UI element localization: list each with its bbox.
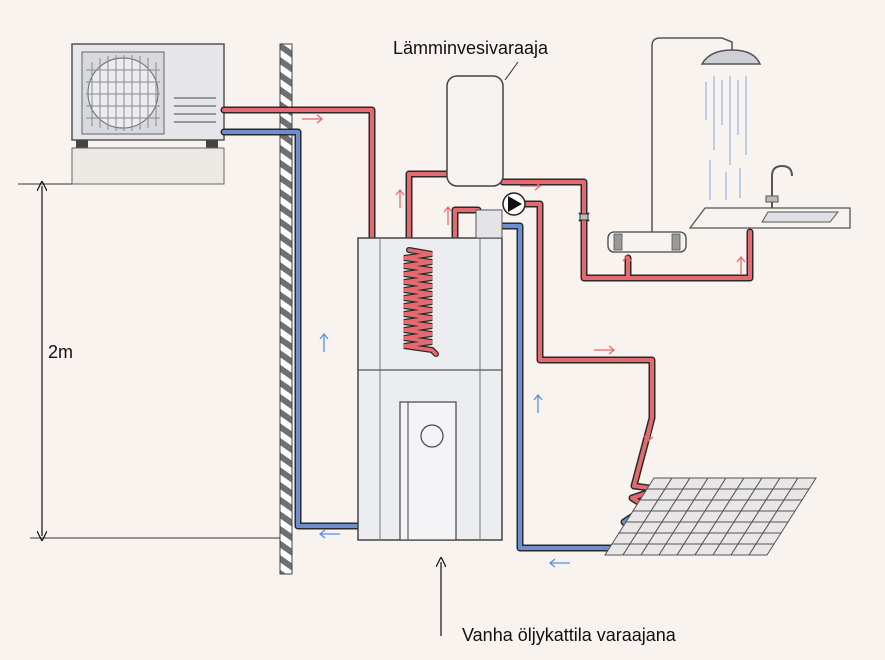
flow-arrow (395, 188, 405, 208)
flow-arrows (302, 114, 746, 568)
outdoor-unit (71, 43, 225, 185)
hot-water-heater-tank (446, 61, 519, 187)
heating-coil (403, 247, 439, 357)
floor-tile (748, 543, 775, 556)
sink (688, 164, 851, 229)
flow-arrow (520, 181, 542, 191)
flow-arrow (736, 255, 746, 275)
old-boiler-label: Vanha öljykattila varaajana (462, 625, 676, 645)
flow-arrow (318, 529, 340, 539)
flow-arrow (443, 205, 453, 225)
valve-icon (578, 212, 590, 222)
flow-arrow (533, 393, 543, 413)
floor-heating-tiles (604, 477, 817, 556)
wall (279, 43, 293, 575)
flow-arrow (643, 422, 654, 442)
flow-arrow (302, 114, 324, 124)
flow-arrow (548, 558, 570, 568)
flow-arrow (622, 254, 632, 274)
flow-arrow (594, 345, 616, 355)
mixer-unit (607, 231, 687, 253)
flow-arrow (319, 332, 329, 352)
height-dimension (18, 184, 280, 538)
height-label: 2m (48, 342, 74, 362)
shower (651, 37, 762, 232)
water-heater-label: Lämminvesivaraaja (393, 38, 549, 58)
pump-icon (502, 192, 526, 216)
